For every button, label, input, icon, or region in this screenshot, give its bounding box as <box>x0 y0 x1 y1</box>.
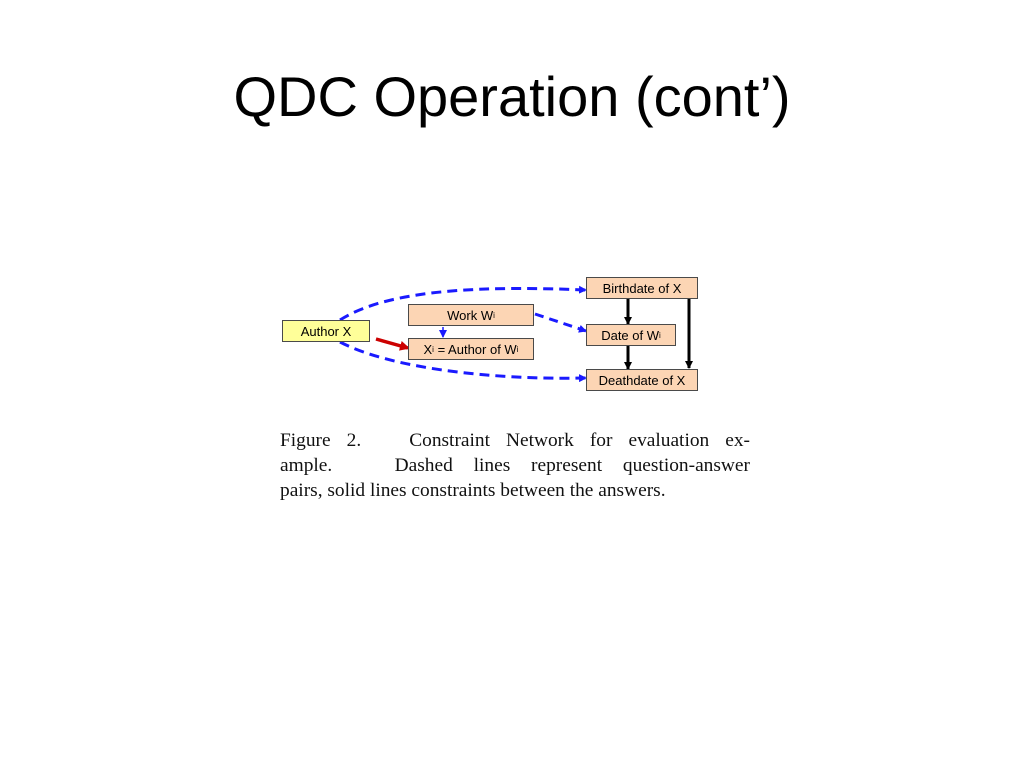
node-xi-pre: X <box>423 341 433 357</box>
slide-title: QDC Operation (cont’) <box>233 65 791 128</box>
diagram-edges <box>339 285 693 383</box>
edge-work-date <box>534 312 587 333</box>
node-xi-mid: = Author of W <box>433 341 517 357</box>
node-deathdate-of-x: Deathdate of X <box>586 369 698 391</box>
edge-author-deathdate <box>339 340 587 383</box>
caption-line-1: Figure 2. Constraint Network for evaluat… <box>280 430 750 451</box>
figure-caption: Figure 2. Constraint Network for evaluat… <box>280 428 750 503</box>
node-author-x-label: Author X <box>300 323 352 339</box>
node-xi-post-sub: i <box>516 344 519 354</box>
node-date-sub: i <box>659 330 661 340</box>
caption-line-3: pairs, solid lines constraints between t… <box>280 480 666 501</box>
caption-line-2: ample. Dashed lines represent question-a… <box>280 455 750 476</box>
node-deathdate-label: Deathdate of X <box>598 372 686 388</box>
node-work-wi-label: Work W <box>447 307 494 323</box>
edge-author-birthdate <box>339 285 587 322</box>
node-birthdate-of-x: Birthdate of X <box>586 277 698 299</box>
node-author-x: Author X <box>282 320 370 342</box>
node-work-wi-sub: i <box>493 310 495 320</box>
node-birthdate-label: Birthdate of X <box>602 280 682 296</box>
node-xi-pre-sub: i <box>432 344 434 354</box>
node-date-label: Date of W <box>601 327 659 343</box>
edge-xi-author <box>375 337 410 351</box>
